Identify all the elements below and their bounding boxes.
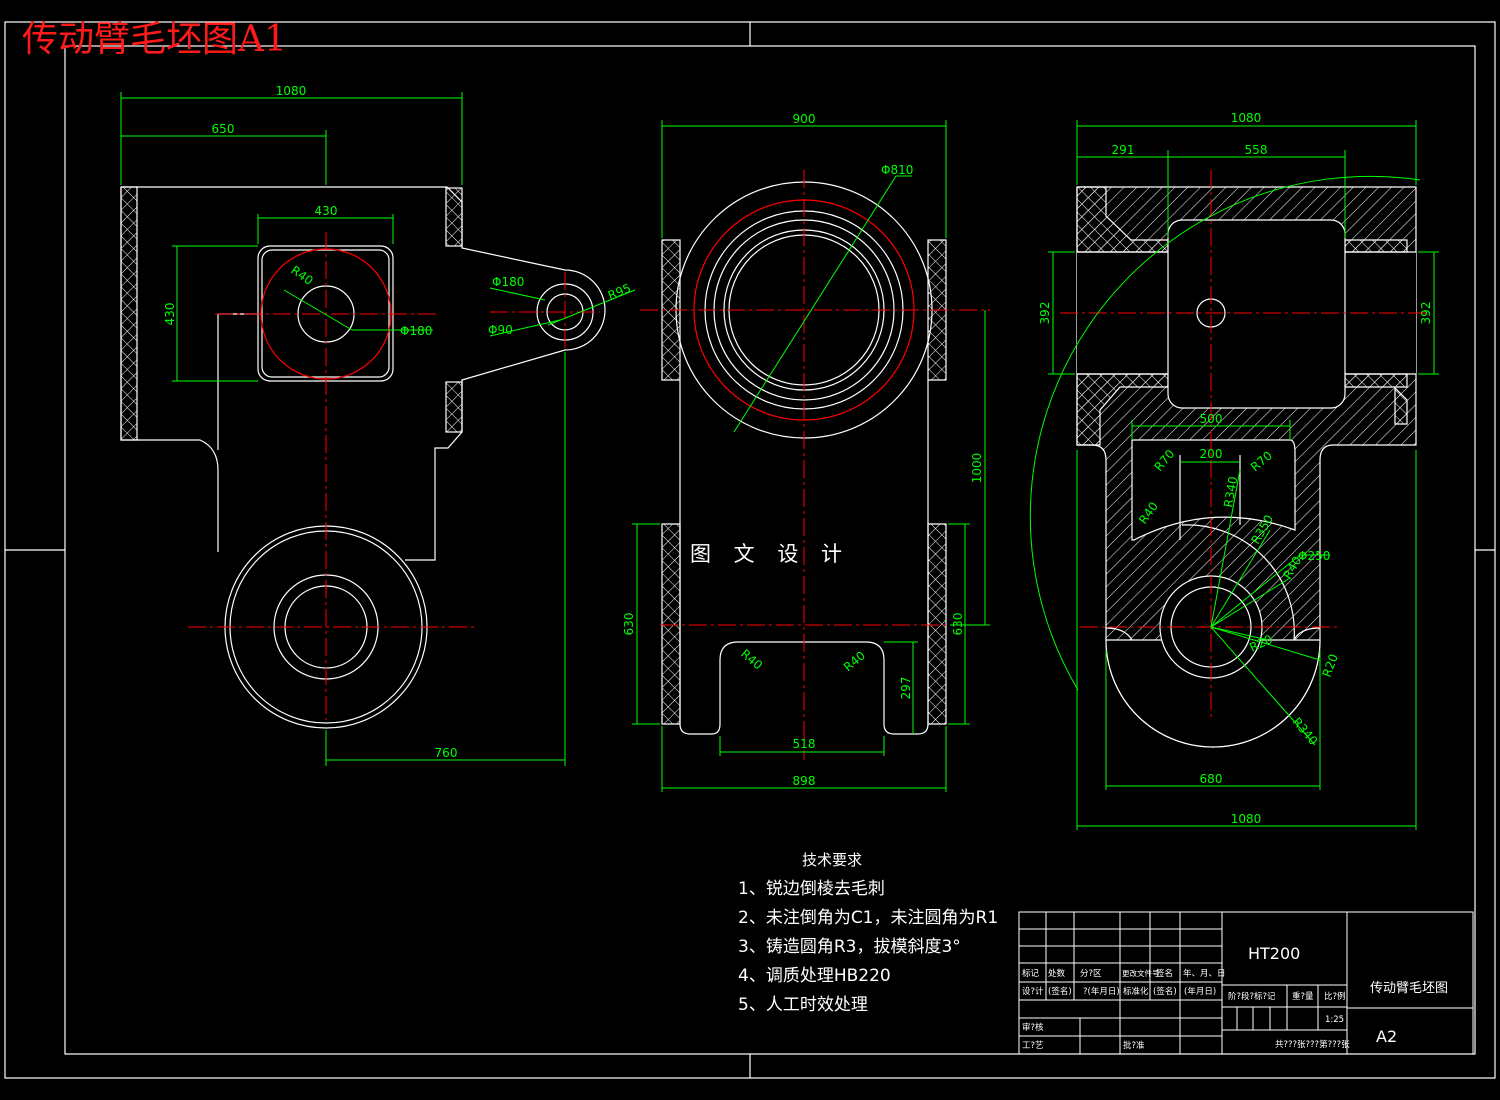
dim-sec-392-r: 392 [1419,302,1433,325]
side-view-centerlines [640,170,990,760]
callout-side-r40-b: R40 [841,648,868,674]
dim-sec-680: 680 [1200,772,1223,786]
dim-front-430-v: 430 [163,303,177,326]
tb-part-name: 传动臂毛坯图 [1370,981,1448,996]
front-view-dimension-lines [120,92,636,766]
tb-weight: 重?量 [1292,991,1314,1002]
section-view [1029,120,1439,830]
callout-sec-r340-b: R340 [1290,715,1321,748]
tb-sheet-info: 共???张???第???张 [1275,1039,1350,1050]
tb-header-mark: 标记 [1022,968,1040,979]
callout-front-r95: R95 [606,281,633,303]
dim-sec-1080-top: 1080 [1231,111,1262,125]
dim-front-650: 650 [212,122,235,136]
tb-header-doc: 更改文件号 [1122,968,1160,978]
callout-front-phi180-a: Φ180 [400,324,432,338]
section-view-outline [1076,186,1417,748]
dim-side-630-l: 630 [622,613,636,636]
dim-side-900: 900 [793,112,816,126]
tech-requirement-item: 2、未注倒角为C1，未注圆角为R1 [738,908,999,928]
tb-sheet-size: A2 [1376,1027,1397,1046]
dim-side-898: 898 [793,774,816,788]
dim-side-630-r: 630 [951,613,965,636]
front-view-outline [120,186,606,729]
tb-material: HT200 [1248,944,1300,963]
callout-front-phi180-b: Φ180 [492,275,524,289]
dim-front-1080: 1080 [276,84,307,98]
tech-requirement-item: 5、人工时效处理 [738,995,868,1015]
section-view-centerlines [1060,170,1430,720]
front-view-centerlines [188,232,600,720]
side-view-dimension-lines [632,120,990,792]
tb-header-sign: 签名 [1156,968,1173,979]
title-block: 标记 处数 分?区 更改文件号 签名 年、月、日 设?计 (签名) ?(年月日)… [1018,911,1474,1055]
callout-side-r40-a: R40 [738,647,765,673]
tb-stage: 阶?段?标?记 [1228,991,1276,1002]
dim-side-1000: 1000 [970,453,984,484]
dim-sec-500: 500 [1200,412,1223,426]
dim-sec-291: 291 [1112,143,1135,157]
drawing-title: 传动臂毛坯图A1 [22,19,287,60]
callout-sec-r20-b: R20 [1320,652,1341,679]
tb-design: 设?计 [1022,986,1044,997]
tb-process: 工?艺 [1022,1041,1044,1051]
dim-front-760: 760 [435,746,458,760]
dim-front-430-h: 430 [315,204,338,218]
tb-standard-sign: (签名) [1153,986,1177,997]
tb-scale-header: 比?例 [1324,991,1346,1002]
callout-front-phi90: Φ90 [488,323,513,337]
dim-side-518: 518 [793,737,816,751]
tech-requirement-item: 3、铸造圆角R3，拔模斜度3° [738,937,961,957]
tb-standard-date: (年月日) [1184,986,1216,997]
tb-header-zone: 分?区 [1080,969,1102,979]
tb-design-date: ?(年月日) [1083,986,1120,997]
callout-front-r40: R40 [288,263,315,288]
technical-requirements: 技术要求 1、锐边倒棱去毛刺 2、未注倒角为C1，未注圆角为R1 3、铸造圆角R… [738,846,998,1020]
callout-side-phi810: Φ810 [881,163,913,177]
dim-sec-392-l: 392 [1038,302,1052,325]
watermark-text: 图 文 设 计 [690,542,851,566]
callout-sec-r340-a: R340 [1221,475,1240,508]
tech-requirement-item: 4、调质处理HB220 [738,966,891,986]
tb-approve: 批?准 [1123,1040,1145,1051]
dim-side-297: 297 [899,677,913,700]
section-view-dimension-lines [1029,120,1439,830]
dim-sec-1080-bottom: 1080 [1231,812,1262,826]
callout-sec-phi250: Φ250 [1298,549,1330,563]
tb-scale: 1:25 [1325,1015,1344,1025]
tech-requirement-item: 1、锐边倒棱去毛刺 [738,879,885,899]
tb-standard: 标准化 [1123,986,1149,997]
side-view [632,120,990,792]
tb-review: 审?核 [1022,1022,1044,1033]
tech-requirements-heading: 技术要求 [802,851,863,869]
tb-header-date: 年、月、日 [1183,968,1226,979]
tb-design-sign: (签名) [1048,986,1072,997]
dim-sec-558: 558 [1245,143,1268,157]
tb-header-count: 处数 [1048,968,1066,979]
sheet-border [4,21,1496,1079]
front-view [120,92,636,766]
dim-sec-200: 200 [1200,447,1223,461]
